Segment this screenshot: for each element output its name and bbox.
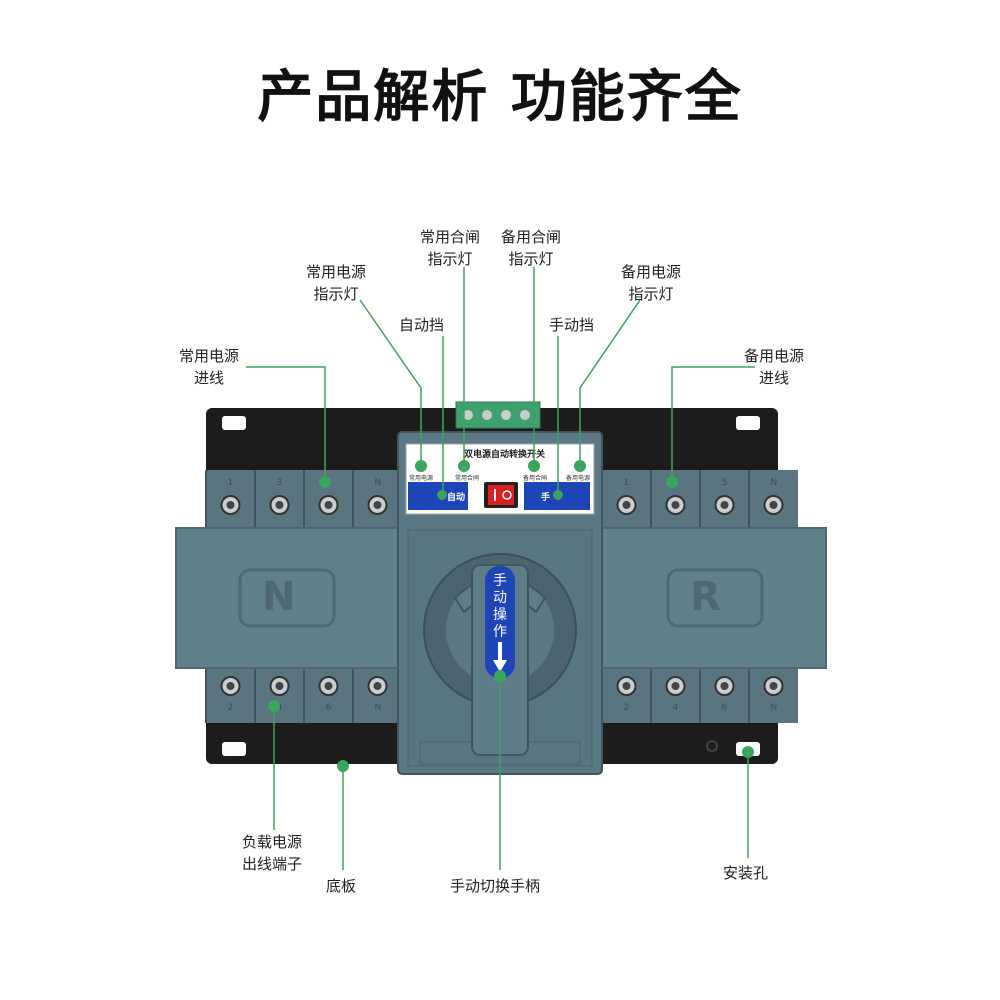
terminal-number: 3	[672, 478, 679, 488]
terminal-screw-center	[226, 501, 235, 509]
label-auto-position: 自动挡	[399, 316, 445, 334]
handle-badge	[485, 566, 515, 678]
terminal-screw-center	[373, 501, 382, 509]
handle-text: 手动操作	[493, 573, 507, 640]
backup-closing-led	[528, 460, 540, 472]
terminal-number: 4	[672, 703, 679, 713]
mounting-hole-bl	[222, 742, 246, 756]
terminal-number: N	[770, 478, 778, 488]
terminal-number: 5	[721, 478, 728, 488]
label-main-closing-indicator: 常用合闸指示灯	[420, 228, 481, 268]
terminal-screw-center	[324, 501, 333, 509]
terminal-number: N	[374, 478, 382, 488]
panel-title: 双电源自动转换开关	[464, 450, 546, 460]
terminal-screw-center	[769, 501, 778, 509]
terminal-screw-center	[671, 682, 680, 690]
label-main-power-input: 常用电源进线	[179, 347, 240, 387]
label-backup-power-indicator: 备用电源指示灯	[621, 263, 682, 303]
terminal-number: N	[374, 703, 382, 713]
panel-main-closing: 常用合闸	[455, 475, 480, 482]
terminal-screw-center	[671, 501, 680, 509]
terminal-number: 5	[325, 478, 332, 488]
terminal-number: N	[770, 703, 778, 713]
auto-label: 自动	[447, 493, 466, 503]
main-closing-led	[458, 460, 470, 472]
terminal-screw-center	[769, 682, 778, 690]
left-letter-frame	[238, 568, 336, 628]
terminal-number: 2	[227, 703, 234, 713]
terminal-screw-center	[275, 682, 284, 690]
label-backup-power-input: 备用电源进线	[744, 347, 805, 387]
left-cover	[175, 527, 403, 669]
terminal-number: 2	[623, 703, 630, 713]
panel-main-power: 常用电源	[409, 475, 434, 482]
terminal-number: 6	[325, 703, 332, 713]
terminal-screw-center	[622, 682, 631, 690]
label-load-output-terminal: 负载电源出线端子	[242, 833, 303, 873]
terminal-screw-center	[275, 501, 284, 509]
mounting-hole-tr	[736, 416, 760, 430]
terminal-number: 4	[276, 703, 283, 713]
terminal-number: 3	[276, 478, 283, 488]
right-letter-frame	[666, 568, 764, 628]
terminal-number: 1	[623, 478, 630, 488]
left-letter: N	[262, 574, 296, 620]
terminal-screw-center	[622, 501, 631, 509]
panel-backup-closing: 备用合闸	[523, 475, 548, 482]
backup-power-led	[574, 460, 586, 472]
mounting-hole-br	[736, 742, 760, 756]
panel-backup-power: 备用电源	[566, 475, 591, 482]
label-base-plate: 底板	[326, 877, 357, 895]
label-backup-closing-indicator: 备用合闸指示灯	[501, 228, 562, 268]
terminal-screw-center	[226, 682, 235, 690]
terminal-screw-center	[373, 682, 382, 690]
terminal-number: 1	[227, 478, 234, 488]
right-letter: R	[690, 574, 721, 620]
main-power-led	[415, 460, 427, 472]
label-manual-position: 手动挡	[549, 316, 595, 334]
terminal-number: 6	[721, 703, 728, 713]
right-cover	[597, 527, 827, 669]
manual-label: 手	[541, 493, 551, 503]
terminal-screw-center	[720, 682, 729, 690]
label-manual-switch-handle: 手动切换手柄	[450, 877, 541, 895]
label-main-power-indicator: 常用电源指示灯	[306, 263, 367, 303]
page-title: 产品解析 功能齐全	[257, 65, 743, 130]
label-mounting-hole: 安装孔	[723, 864, 769, 882]
mounting-hole-tl	[222, 416, 246, 430]
terminal-screw-center	[720, 501, 729, 509]
terminal-screw-center	[324, 682, 333, 690]
